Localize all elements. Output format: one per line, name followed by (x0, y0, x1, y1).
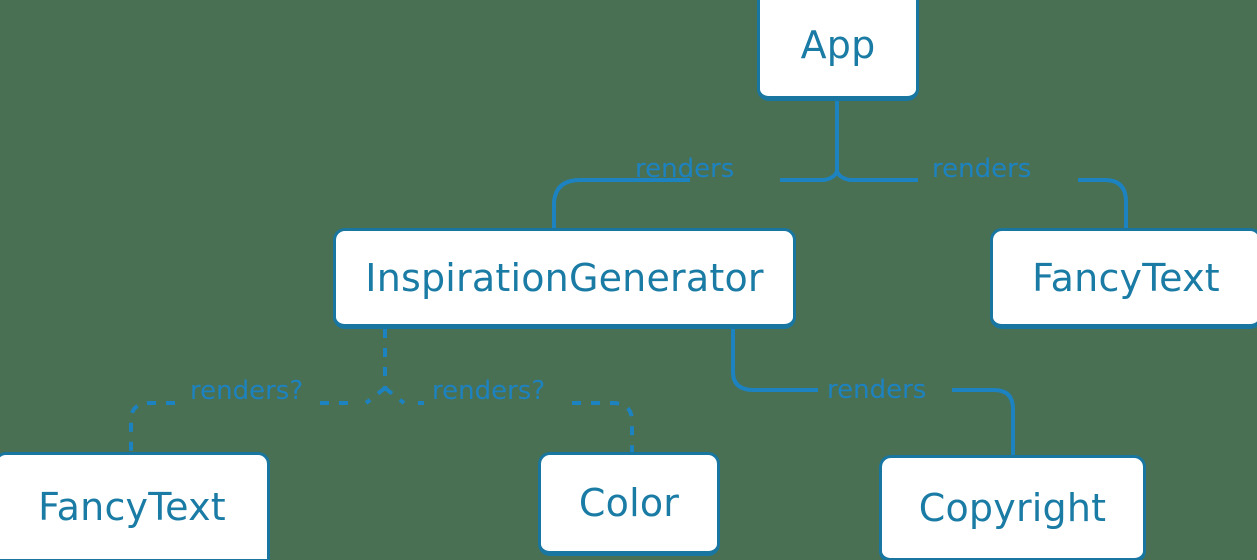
edge-inspirationgenerator-to-fancytext-bottom (129, 386, 387, 452)
node-color[interactable]: Color (538, 452, 720, 556)
node-copyright-label: Copyright (918, 486, 1107, 530)
edge-label-app-to-inspirationgenerator: renders (635, 154, 735, 184)
node-color-label: Color (578, 481, 680, 525)
node-fancytext-right[interactable]: FancyText (990, 228, 1257, 329)
node-app-label: App (800, 22, 876, 67)
edge-label-inspirationgenerator-to-color: renders? (432, 376, 546, 406)
edge-label-inspirationgenerator-to-fancytext: renders? (190, 376, 304, 406)
edge-inspirationgenerator-to-color (383, 386, 634, 452)
edge-label-app-to-fancytext: renders (932, 154, 1032, 184)
node-inspiration-generator[interactable]: InspirationGenerator (333, 228, 796, 329)
edge-inspirationgenerator-to-copyright (731, 329, 1015, 455)
node-copyright[interactable]: Copyright (879, 455, 1146, 560)
node-inspiration-generator-label: InspirationGenerator (365, 255, 764, 300)
node-fancytext-bottom[interactable]: FancyText (0, 452, 270, 560)
edge-app-to-fancytext (835, 170, 1128, 228)
node-fancytext-bottom-label: FancyText (38, 485, 226, 529)
edge-label-inspirationgenerator-to-copyright: renders (827, 375, 927, 405)
node-app[interactable]: App (757, 0, 919, 101)
node-fancytext-right-label: FancyText (1032, 255, 1220, 300)
